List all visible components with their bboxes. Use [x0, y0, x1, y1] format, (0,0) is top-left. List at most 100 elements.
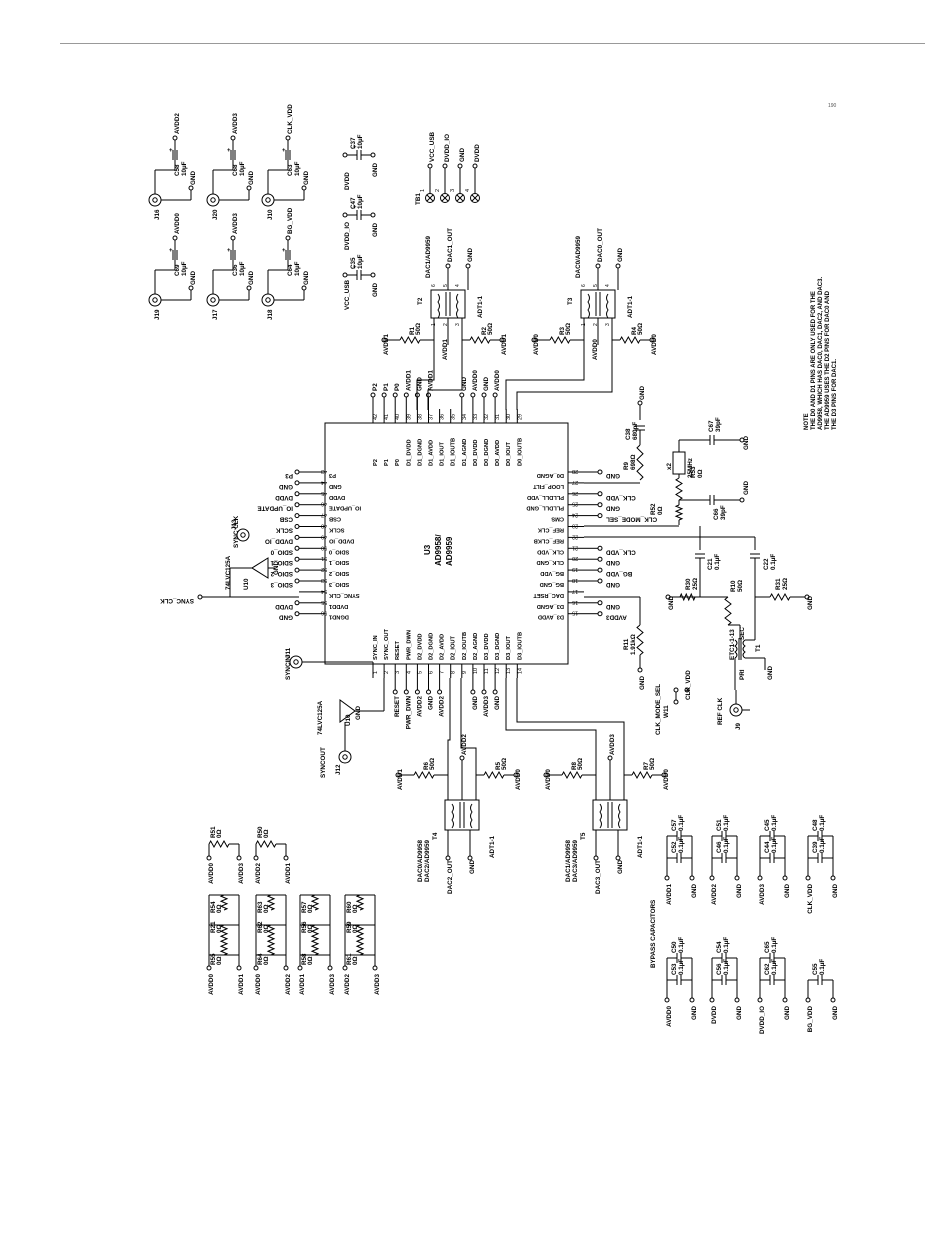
pin-name: D2_IOUT	[451, 635, 457, 660]
cap-value: 0.1µF	[678, 937, 685, 953]
net-label: GND	[606, 559, 620, 566]
resistor	[636, 444, 644, 481]
note-text: AD9958, WHICH HAS DAC0, DAC1, DAC2, AND …	[818, 277, 824, 430]
net-terminal	[294, 578, 300, 584]
net-label: GND	[736, 884, 743, 898]
net-label: AVDD0	[533, 334, 540, 355]
transformer-coil	[470, 803, 473, 829]
pin-number: 2	[443, 323, 449, 326]
wire	[505, 340, 585, 410]
transformer-ref: T4	[432, 832, 439, 840]
transformer	[430, 289, 466, 319]
pin-name: SYNC_IN	[373, 635, 379, 660]
cap-ref: C36	[232, 264, 239, 276]
net-label: GND	[416, 377, 423, 391]
pin-number: 5	[417, 671, 423, 674]
connector-ref: J20	[212, 209, 219, 220]
cap-ref: C55	[812, 963, 819, 975]
net-terminal	[427, 163, 433, 169]
res-ref: R52	[650, 503, 657, 515]
cap-value: 10µF	[181, 261, 188, 276]
net-label: AVDD0	[666, 1006, 673, 1027]
net-terminal	[673, 687, 679, 693]
pin-number: 6	[431, 284, 437, 287]
pin-number: 21	[572, 544, 578, 550]
cap-value: 0.1µF	[723, 815, 730, 831]
pin-name: PLLDLL_GND	[526, 505, 564, 511]
transformer	[444, 799, 480, 831]
cap-ref: C66	[713, 508, 720, 520]
pin-number: 33	[473, 414, 479, 420]
net-terminal	[370, 272, 376, 278]
resistor	[310, 894, 320, 911]
net-label: DAC0_OUT	[597, 228, 604, 262]
net-label: AVDD0	[208, 863, 215, 884]
pin-number: 54	[321, 588, 327, 594]
pin-number: 2	[435, 189, 441, 192]
res-ref: R9	[623, 461, 630, 470]
wire	[505, 678, 597, 775]
cap-ref: C64	[287, 264, 294, 276]
res-value: 0Ω	[216, 924, 223, 933]
pin-name: SCLK	[328, 527, 344, 533]
pin-number: 5	[443, 284, 449, 287]
pin-number: 1	[373, 671, 379, 674]
net-terminal	[470, 689, 476, 695]
net-terminal	[830, 875, 836, 881]
res-value: 50Ω	[501, 758, 508, 770]
net-label: GND	[743, 436, 750, 450]
net-label: AVDD3	[609, 734, 616, 755]
res-ref: R56	[301, 921, 308, 933]
net-terminal	[283, 855, 289, 861]
pin-name: D3_DGND	[495, 633, 501, 660]
pin-name: P2	[373, 459, 379, 466]
transformer	[580, 289, 616, 319]
net-terminal	[294, 469, 300, 475]
resistor	[266, 939, 276, 956]
net-label: P2	[372, 383, 379, 391]
net-terminal	[294, 556, 300, 562]
cap-ref: C58	[174, 164, 181, 176]
net-label: AVDD3	[238, 863, 245, 884]
cap-ref: C57	[671, 819, 678, 831]
net-terminal	[597, 545, 603, 551]
coax-connector	[342, 754, 348, 760]
net-terminal	[615, 263, 621, 269]
net-terminal	[684, 687, 690, 693]
pin-number: 22	[572, 533, 578, 539]
pin-name: PRI	[739, 669, 746, 680]
net-label: BG_VDD	[807, 1006, 814, 1033]
part-label: 74LVC125A	[317, 700, 324, 735]
pin-name: D3_AGND	[537, 603, 564, 609]
net-terminal	[739, 497, 745, 503]
cap-value: 39pF	[720, 505, 727, 520]
res-ref: R59	[346, 921, 353, 933]
res-ref: R10	[730, 580, 737, 592]
part-ref: ETC1-1-13	[729, 629, 736, 660]
pin-name: D0_DGND	[484, 439, 490, 466]
net-label: GND	[483, 377, 490, 391]
res-ref: R61	[346, 953, 353, 965]
resistor	[266, 924, 276, 941]
net-terminal	[297, 965, 303, 971]
net-label: CLK_VDD	[606, 548, 636, 555]
net-label: P0	[394, 383, 401, 391]
net-terminal	[370, 392, 376, 398]
net-terminal	[372, 965, 378, 971]
cap-ref: C48	[812, 819, 819, 831]
pin-number: 44	[321, 479, 327, 485]
net-label: AVDD1	[405, 370, 412, 391]
res-ref: R60	[346, 901, 353, 913]
wire	[516, 678, 625, 775]
net-terminal	[342, 152, 348, 158]
net-terminal	[492, 689, 498, 695]
pin-number: 4	[406, 671, 412, 674]
pin-name: PWR_DWN	[406, 630, 412, 660]
cap-ref: C63	[287, 164, 294, 176]
res-ref: R54	[210, 901, 217, 913]
net-terminal	[188, 185, 194, 191]
cap-value: 0.1µF	[819, 815, 826, 831]
net-label: RESET	[394, 696, 401, 717]
net-label: DVDD_IO	[344, 222, 351, 250]
net-label: GND	[355, 706, 362, 720]
